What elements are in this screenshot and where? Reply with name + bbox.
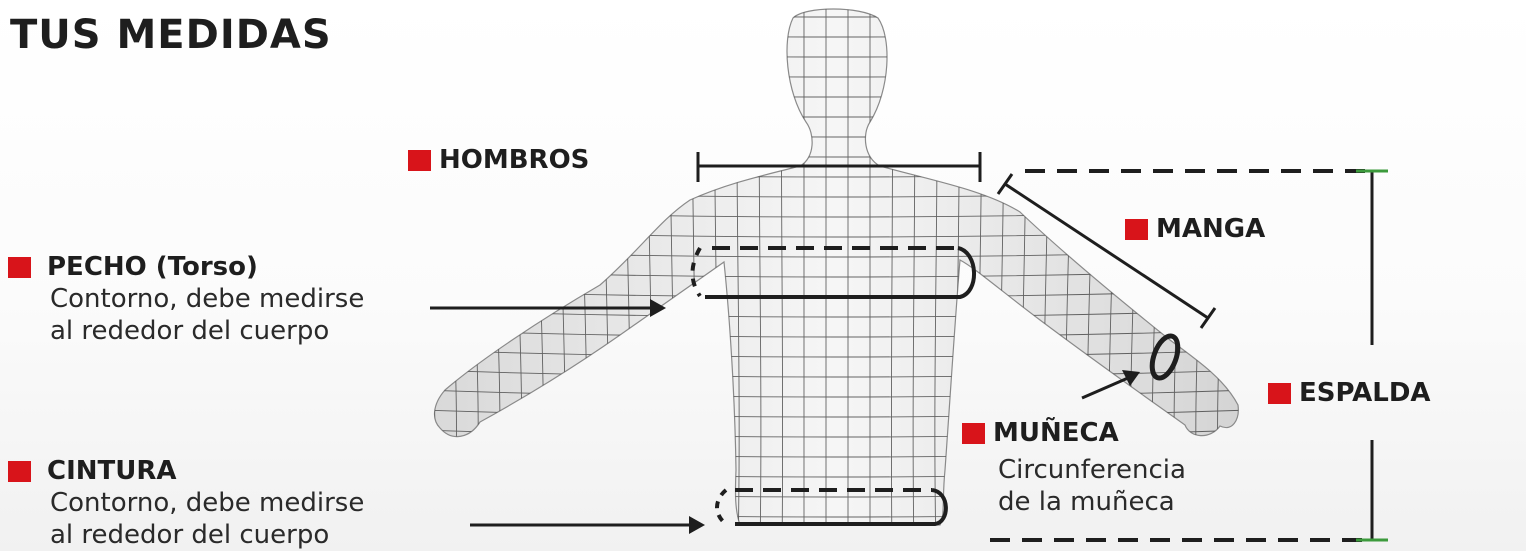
- pecho-description-1: Contorno, debe medirse: [50, 282, 364, 316]
- cintura-description-1: Contorno, debe medirse: [50, 486, 364, 520]
- label-muneca: MUÑECA: [962, 420, 1119, 446]
- mesh-line: [978, 0, 981, 551]
- mesh-line: [425, 0, 434, 551]
- label-pecho: PECHO (Torso): [8, 254, 258, 280]
- label-espalda-text: ESPALDA: [1299, 380, 1431, 406]
- cintura-description-2: al rededor del cuerpo: [50, 518, 329, 552]
- label-manga-text: MANGA: [1156, 216, 1265, 242]
- measure-marker: [1268, 383, 1291, 404]
- mesh-line: [448, 0, 457, 551]
- mesh-line: [492, 0, 500, 551]
- muneca-description-1: Circunferencia: [998, 453, 1186, 487]
- label-muneca-text: MUÑECA: [993, 420, 1119, 446]
- cintura-arrow: [470, 516, 705, 534]
- mesh-line: [559, 0, 565, 551]
- mesh-line: [870, 0, 871, 551]
- mesh-line: [603, 0, 608, 551]
- mesh-line: [715, 0, 718, 551]
- mesh-line: [804, 0, 805, 551]
- mesh-line: [1218, 0, 1227, 551]
- measure-marker: [408, 150, 431, 171]
- label-manga: MANGA: [1125, 216, 1265, 242]
- label-cintura: CINTURA: [8, 458, 177, 484]
- mesh-line: [514, 0, 521, 551]
- label-hombros-text: HOMBROS: [439, 147, 589, 173]
- label-pecho-text: PECHO (Torso): [47, 254, 258, 280]
- label-espalda: ESPALDA: [1268, 380, 1431, 406]
- mesh-line: [470, 0, 478, 551]
- muneca-description-2: de la muñeca: [998, 485, 1175, 519]
- mesh-line: [581, 0, 587, 551]
- measure-marker: [8, 461, 31, 482]
- measure-marker: [962, 423, 985, 444]
- page-title: TUS MEDIDAS: [10, 8, 332, 62]
- measure-marker: [8, 257, 31, 278]
- measure-marker: [1125, 219, 1148, 240]
- label-hombros: HOMBROS: [408, 147, 589, 173]
- mesh-line: [420, 530, 1250, 537]
- mesh-line: [537, 0, 544, 551]
- label-cintura-text: CINTURA: [47, 458, 177, 484]
- pecho-description-2: al rededor del cuerpo: [50, 314, 329, 348]
- mesh-line: [1196, 0, 1204, 551]
- muneca-arrow: [1082, 370, 1140, 398]
- mesh-line: [1239, 0, 1248, 551]
